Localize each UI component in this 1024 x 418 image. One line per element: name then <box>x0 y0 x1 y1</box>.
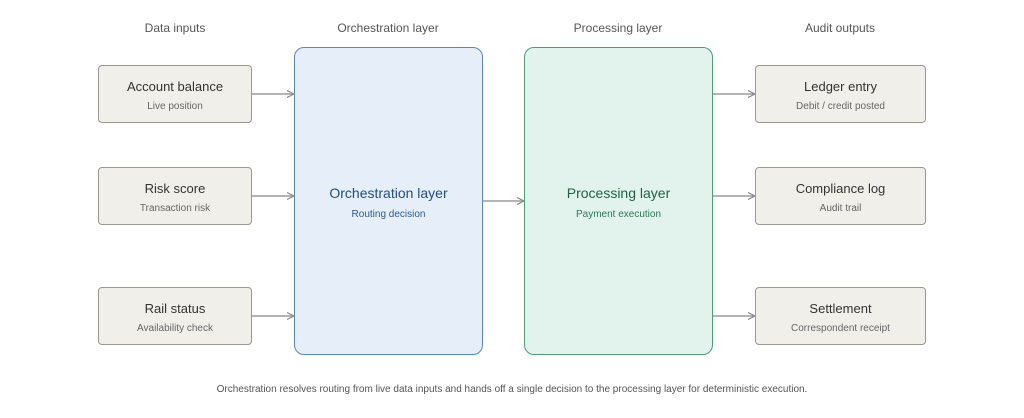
node-title: Risk score <box>144 181 206 196</box>
column-header-orchestration: Orchestration layer <box>337 21 439 35</box>
node-title: Settlement <box>809 301 872 316</box>
orchestration-layer-box: Orchestration layer Routing decision <box>294 47 483 355</box>
orchestration-layer-title: Orchestration layer <box>329 185 448 201</box>
output-node-settlement: Settlement Correspondent receipt <box>755 287 926 345</box>
column-header-audit-outputs: Audit outputs <box>804 21 876 35</box>
node-title: Compliance log <box>795 181 886 196</box>
node-title: Rail status <box>144 301 206 316</box>
processing-layer-box: Processing layer Payment execution <box>524 47 713 355</box>
output-node-ledger-entry: Ledger entry Debit / credit posted <box>755 65 926 123</box>
node-subtitle: Debit / credit posted <box>796 101 885 112</box>
node-title: Account balance <box>126 79 224 94</box>
node-subtitle: Live position <box>147 101 203 112</box>
input-node-risk-score: Risk score Transaction risk <box>98 167 252 225</box>
column-header-processing: Processing layer <box>573 21 663 35</box>
input-node-account-balance: Account balance Live position <box>98 65 252 123</box>
input-node-rail-status: Rail status Availability check <box>98 287 252 345</box>
node-subtitle: Audit trail <box>819 203 862 214</box>
output-node-compliance-log: Compliance log Audit trail <box>755 167 926 225</box>
column-header-data-inputs: Data inputs <box>144 21 206 35</box>
diagram-caption: Orchestration resolves routing from live… <box>216 384 808 395</box>
orchestration-layer-subtitle: Routing decision <box>351 209 426 220</box>
node-title: Ledger entry <box>804 79 877 94</box>
node-subtitle: Transaction risk <box>139 203 211 214</box>
processing-layer-subtitle: Payment execution <box>575 209 662 220</box>
node-subtitle: Correspondent receipt <box>791 323 890 334</box>
processing-layer-title: Processing layer <box>566 185 671 201</box>
node-subtitle: Availability check <box>137 323 213 334</box>
